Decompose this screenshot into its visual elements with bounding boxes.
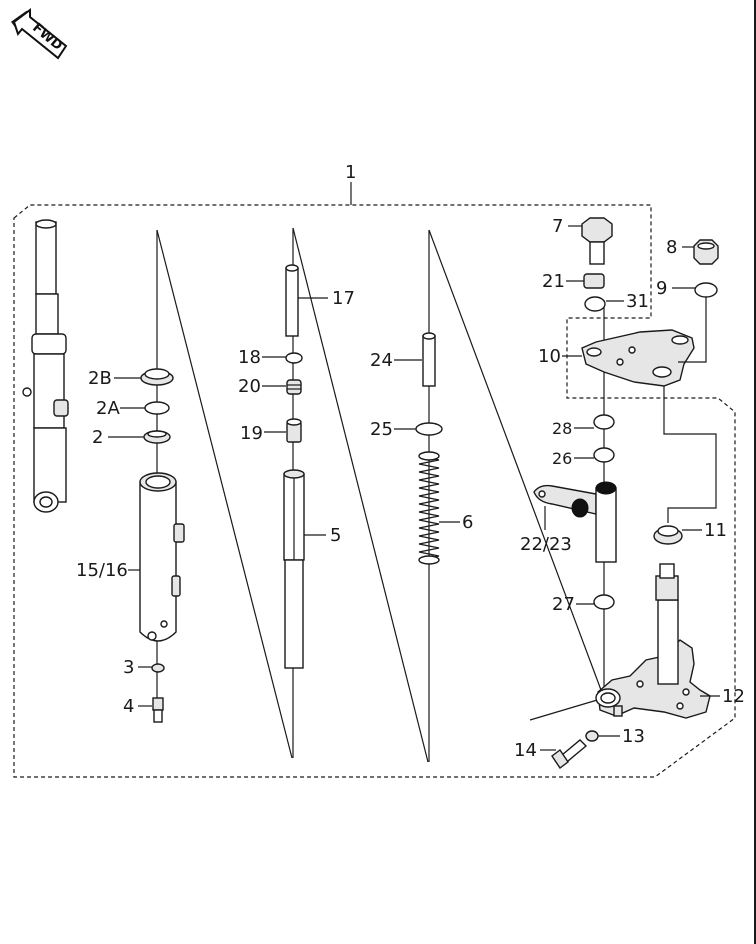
callout-20: 20 [238,376,261,397]
part-8-nut [693,239,719,265]
callout-3: 3 [123,657,134,678]
callout-2: 2 [92,427,103,448]
part-7-stem-bolt [581,217,613,265]
part-2b [140,368,174,386]
callout-9: 9 [656,278,667,299]
fork-leg-assembly [22,219,69,513]
part-26-ring [593,447,615,463]
part-21-washer [583,273,605,289]
callout-14: 14 [514,740,537,761]
part-27-ring [593,594,615,610]
callout-7: 7 [552,216,563,237]
callout-2b: 2B [88,368,112,389]
part-5-inner-tube [283,469,305,669]
callout-22-23: 22/23 [520,534,572,555]
part-25-washer [415,422,443,436]
part-3-washer [151,663,165,673]
part-20-spring-seat [286,379,302,395]
part-24-spacer [422,332,436,387]
callout-18: 18 [238,347,261,368]
part-4-bolt [152,697,164,723]
part-2 [143,430,171,444]
callout-1: 1 [345,162,356,183]
callout-28: 28 [552,419,572,438]
part-22-23-steering-lock [533,481,617,563]
part-11-bearing [653,525,683,545]
callout-4: 4 [123,696,134,717]
callout-12: 12 [722,686,745,707]
part-9-washer [694,282,718,298]
callout-27: 27 [552,594,575,615]
part-14-bolt [551,739,588,770]
callout-19: 19 [240,423,263,444]
part-28-ring [593,414,615,430]
part-18-ring [285,352,303,364]
part-17-damper-rod [285,264,299,337]
callout-2a: 2A [96,398,120,419]
assembly-outline [13,204,736,778]
part-19-piece [286,418,302,443]
callout-8: 8 [666,237,677,258]
fwd-arrow-icon: FWD [11,8,68,60]
callout-15-16: 15/16 [76,560,128,581]
callout-17: 17 [332,288,355,309]
part-2a [144,401,170,415]
callout-21: 21 [542,271,565,292]
callout-13: 13 [622,726,645,747]
part-13-washer [585,730,599,742]
outer-tube [139,472,185,642]
part-12-steering-stem [595,563,711,719]
callout-31: 31 [626,291,649,312]
callout-25: 25 [370,419,393,440]
callout-24: 24 [370,350,393,371]
part-6-fork-spring [418,451,440,565]
part-10-top-bridge [581,329,695,387]
callout-10: 10 [538,346,561,367]
callout-5: 5 [330,525,341,546]
callout-11: 11 [704,520,727,541]
callout-6: 6 [462,512,473,533]
callout-26: 26 [552,449,572,468]
part-31-oring [584,296,606,312]
